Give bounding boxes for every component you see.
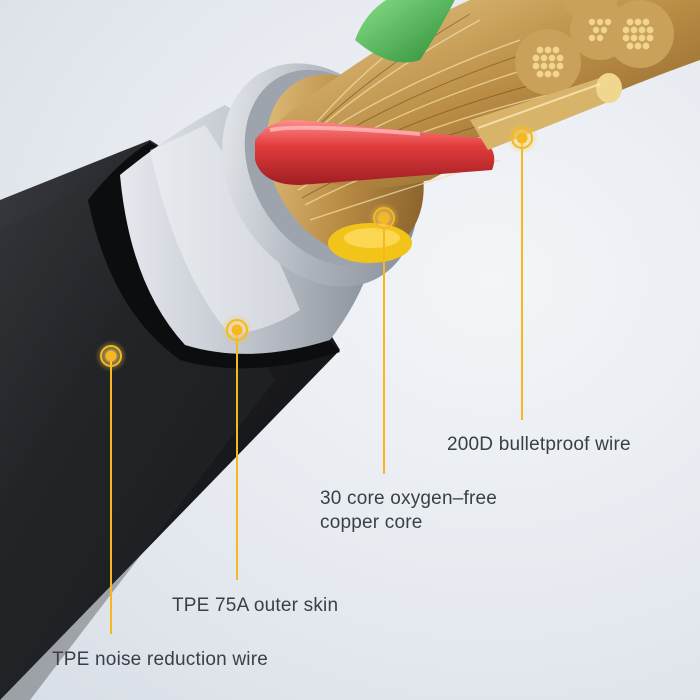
red-wire (255, 119, 495, 185)
yellow-wire (328, 223, 412, 263)
copper-core-bundles (470, 0, 674, 150)
callout-leader-lines (110, 138, 523, 634)
callout-label-copper-core: 30 core oxygen–free copper core (320, 487, 497, 535)
callout-label-outer-skin: TPE 75A outer skin (172, 595, 339, 616)
callout-dot-bulletproof (506, 122, 538, 154)
callout-label-copper-core-line1: 30 core oxygen–free (320, 488, 498, 509)
callout-dot-outer-skin (221, 314, 253, 346)
callout-label-copper-core-line2: copper core (320, 512, 423, 533)
callout-dot-copper-core (368, 202, 400, 234)
callout-label-bulletproof-wire: 200D bulletproof wire (447, 434, 631, 455)
callout-label-noise-reduction-wire: TPE noise reduction wire (52, 649, 269, 670)
callout-dot-noise-reduction (95, 340, 127, 372)
green-wire (355, 0, 455, 63)
